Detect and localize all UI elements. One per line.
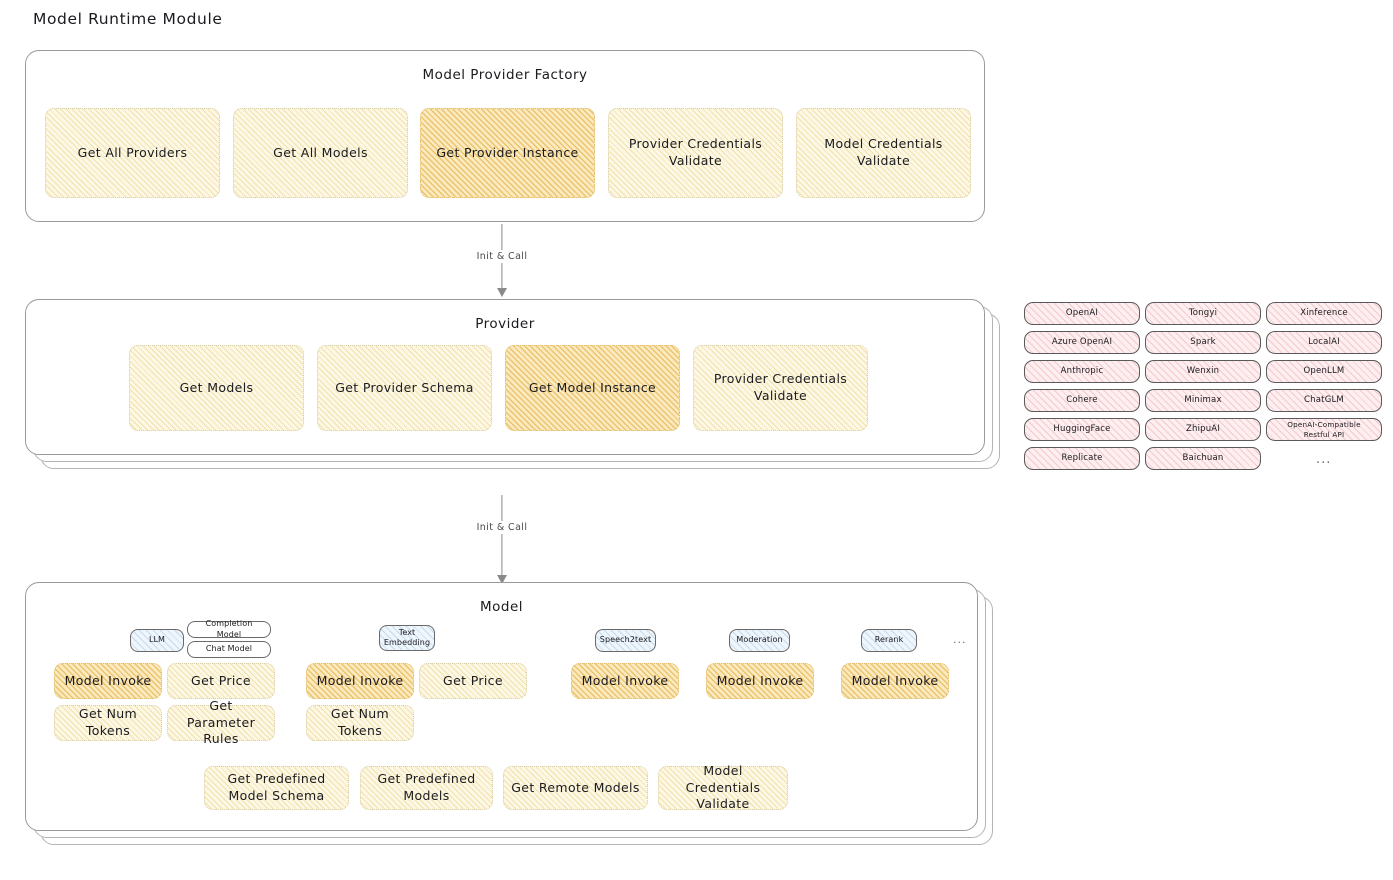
model-shared-method-model-credentials-validate[interactable]: Model Credentials Validate	[658, 763, 788, 811]
model-subtype-badge-chat-model[interactable]: Chat Model	[187, 641, 271, 658]
factory-node-get-all-models[interactable]: Get All Models	[233, 108, 408, 198]
connector-label: Init & Call	[471, 250, 533, 263]
model-method-llm-get-parameter-rules[interactable]: Get Parameter Rules	[167, 698, 275, 746]
factory-node-get-provider-instance[interactable]: Get Provider Instance	[420, 108, 595, 198]
provider-title: Provider	[475, 316, 535, 332]
provider-node-get-model-instance[interactable]: Get Model Instance	[505, 345, 680, 431]
connector-arrowhead	[497, 288, 507, 297]
provider-chip-spark[interactable]: Spark	[1145, 331, 1261, 354]
provider-chip-openllm[interactable]: OpenLLM	[1266, 360, 1382, 383]
model-provider-factory-card: Model Provider Factory Get All Providers…	[25, 50, 985, 222]
model-method-text-embedding-get-price[interactable]: Get Price	[419, 663, 527, 699]
model-subtype-badge-completion-model[interactable]: Completion Model	[187, 619, 271, 639]
provider-list: OpenAI Azure OpenAI Anthropic Cohere Hug…	[1024, 300, 1382, 475]
model-method-text-embedding-model-invoke[interactable]: Model Invoke	[306, 663, 414, 699]
model-shared-method-get-predefined-model-schema[interactable]: Get Predefined Model Schema	[204, 766, 349, 810]
provider-list-more: ...	[1316, 452, 1332, 467]
provider-chip-wenxin[interactable]: Wenxin	[1145, 360, 1261, 383]
model-method-text-embedding-get-num-tokens[interactable]: Get Num Tokens	[306, 705, 414, 741]
page-title: Model Runtime Module	[33, 10, 223, 28]
provider-chip-localai[interactable]: LocalAI	[1266, 331, 1382, 354]
provider-chip-huggingface[interactable]: HuggingFace	[1024, 418, 1140, 441]
model-card: Model LLM Completion Model Chat Model Mo…	[25, 582, 978, 831]
model-method-speech2text-model-invoke[interactable]: Model Invoke	[571, 663, 679, 699]
model-shared-method-get-remote-models[interactable]: Get Remote Models	[503, 766, 648, 810]
factory-title: Model Provider Factory	[422, 67, 588, 83]
factory-node-provider-credentials-validate[interactable]: Provider Credentials Validate	[608, 108, 783, 198]
provider-card: Provider Get Models Get Provider Schema …	[25, 299, 985, 455]
provider-node-provider-credentials-validate[interactable]: Provider Credentials Validate	[693, 345, 868, 431]
provider-chip-cohere[interactable]: Cohere	[1024, 389, 1140, 412]
model-type-badge-moderation[interactable]: Moderation	[729, 629, 790, 652]
provider-chip-zhipuai[interactable]: ZhipuAI	[1145, 418, 1261, 441]
model-type-badge-speech2text[interactable]: Speech2text	[595, 629, 656, 652]
provider-chip-tongyi[interactable]: Tongyi	[1145, 302, 1261, 325]
model-method-llm-get-num-tokens[interactable]: Get Num Tokens	[54, 705, 162, 741]
connector-arrowhead	[497, 575, 507, 584]
model-type-badge-text-embedding[interactable]: Text Embedding	[379, 625, 435, 651]
provider-chip-openai[interactable]: OpenAI	[1024, 302, 1140, 325]
connector-label: Init & Call	[471, 521, 533, 534]
provider-chip-xinference[interactable]: Xinference	[1266, 302, 1382, 325]
model-types-more: ...	[953, 633, 967, 646]
provider-chip-anthropic[interactable]: Anthropic	[1024, 360, 1140, 383]
model-title: Model	[479, 599, 524, 615]
connector-factory-to-provider: Init & Call	[455, 224, 549, 297]
model-method-moderation-model-invoke[interactable]: Model Invoke	[706, 663, 814, 699]
provider-chip-azure-openai[interactable]: Azure OpenAI	[1024, 331, 1140, 354]
model-type-badge-rerank[interactable]: Rerank	[861, 629, 917, 652]
provider-node-get-models[interactable]: Get Models	[129, 345, 304, 431]
model-method-rerank-model-invoke[interactable]: Model Invoke	[841, 663, 949, 699]
factory-node-get-all-providers[interactable]: Get All Providers	[45, 108, 220, 198]
model-type-badge-llm[interactable]: LLM	[130, 629, 184, 652]
model-shared-method-get-predefined-models[interactable]: Get Predefined Models	[360, 766, 493, 810]
model-method-llm-model-invoke[interactable]: Model Invoke	[54, 663, 162, 699]
factory-node-model-credentials-validate[interactable]: Model Credentials Validate	[796, 108, 971, 198]
provider-node-get-provider-schema[interactable]: Get Provider Schema	[317, 345, 492, 431]
provider-chip-replicate[interactable]: Replicate	[1024, 447, 1140, 470]
model-method-llm-get-price[interactable]: Get Price	[167, 663, 275, 699]
connector-line	[501, 495, 503, 583]
connector-provider-to-model: Init & Call	[455, 495, 549, 584]
provider-chip-chatglm[interactable]: ChatGLM	[1266, 389, 1382, 412]
provider-chip-baichuan[interactable]: Baichuan	[1145, 447, 1261, 470]
provider-chip-openai-compatible-restful-api[interactable]: OpenAI-Compatible Restful API	[1266, 418, 1382, 441]
provider-chip-minimax[interactable]: Minimax	[1145, 389, 1261, 412]
